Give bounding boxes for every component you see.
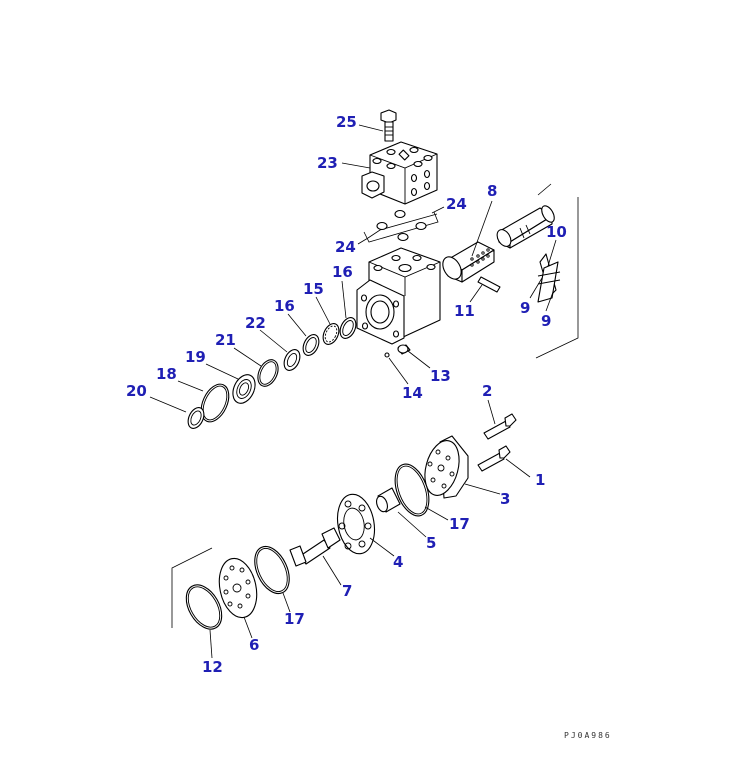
part-10-spool [496, 205, 555, 249]
part-19-seal-retainer [232, 374, 256, 404]
part-5-spacer [376, 487, 401, 513]
callout-11: 11 [454, 302, 475, 320]
callout-2: 2 [482, 382, 492, 400]
callout-18: 18 [156, 365, 177, 383]
part-13-plug [397, 344, 411, 355]
callout-10: 10 [546, 223, 567, 241]
callout-3: 3 [500, 490, 510, 508]
callout-17-upper: 17 [449, 515, 470, 533]
callout-23: 23 [317, 154, 338, 172]
part-7-drive-shaft [289, 527, 341, 567]
callout-17-lower: 17 [284, 610, 305, 628]
part-housing-body [356, 247, 441, 345]
callout-16-upper: 16 [332, 263, 353, 281]
part-3-end-cap [424, 435, 469, 499]
part-20-ring [187, 407, 205, 429]
callout-25: 25 [336, 113, 357, 131]
part-9-springs [537, 253, 561, 303]
callout-13: 13 [430, 367, 451, 385]
callout-9-left: 9 [520, 299, 530, 317]
part-2-bolt [483, 413, 517, 440]
drawing-code: PJ0A986 [564, 731, 612, 740]
callout-15: 15 [303, 280, 324, 298]
leader-lines [149, 124, 557, 659]
callout-12: 12 [202, 658, 223, 676]
grouping-frames [171, 183, 579, 628]
callout-4: 4 [393, 553, 403, 571]
part-4-gerotor [336, 493, 376, 555]
part-22-nut [283, 349, 301, 371]
callout-1: 1 [535, 471, 545, 489]
part-1-bolt [477, 445, 511, 472]
part-8-sleeve [442, 241, 495, 283]
callout-16-lower: 16 [274, 297, 295, 315]
callout-21: 21 [215, 331, 236, 349]
callout-5: 5 [426, 534, 436, 552]
part-23-valve-block [361, 141, 438, 205]
part-24-o-rings [376, 209, 427, 242]
part-18-o-ring [200, 383, 230, 423]
callout-7: 7 [342, 582, 352, 600]
part-11-pin [477, 276, 501, 293]
callout-19: 19 [185, 348, 206, 366]
callout-9-right: 9 [541, 312, 551, 330]
callout-20: 20 [126, 382, 147, 400]
part-16-ring-b [302, 334, 320, 356]
part-15-ring [322, 323, 340, 345]
callout-6: 6 [249, 636, 259, 654]
part-17-o-ring-a [394, 463, 430, 517]
callout-22: 22 [245, 314, 266, 332]
callout-24-lower: 24 [335, 238, 356, 256]
part-21-o-ring [257, 359, 279, 387]
part-12-o-ring [185, 584, 223, 630]
callout-24-upper: 24 [446, 195, 467, 213]
part-25-bolt [380, 109, 397, 142]
part-17-o-ring-b [254, 545, 290, 595]
callout-labels: 25 23 24 24 8 10 16 15 16 22 21 19 18 20… [126, 113, 567, 676]
callout-8: 8 [487, 182, 497, 200]
callout-14: 14 [402, 384, 423, 402]
part-16-ring-a [339, 317, 357, 339]
part-14-pin [384, 352, 390, 358]
